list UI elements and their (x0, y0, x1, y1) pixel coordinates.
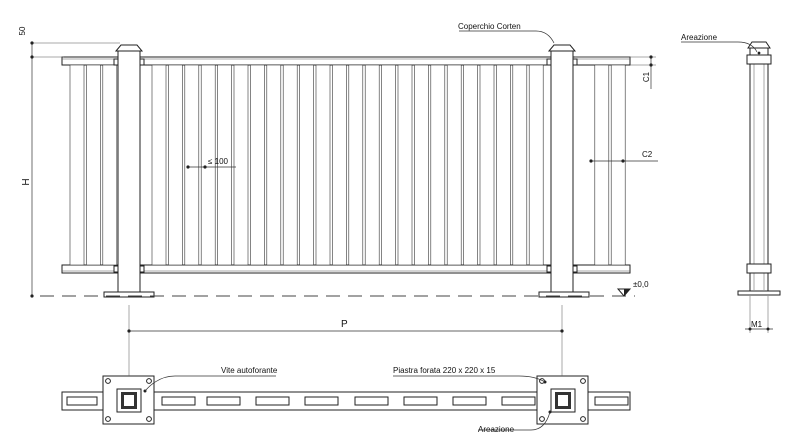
vertical-slats (69, 64, 626, 266)
right-post (550, 49, 574, 296)
vertical-slat (348, 64, 364, 266)
vertical-slat (250, 64, 265, 266)
vertical-slat (512, 64, 528, 266)
vertical-slat (528, 64, 544, 266)
plan-slot (161, 396, 196, 406)
c1-dimension-label: C1 (642, 71, 651, 82)
plan-view: Vite autoforante Piastra forata 220 x 22… (61, 336, 631, 434)
top-dimension-label: 50 (18, 26, 27, 35)
vertical-slat (200, 64, 216, 266)
left-post (117, 49, 141, 296)
level-label: ±0,0 (633, 280, 649, 289)
front-elevation: ±0,0 H 50 C1 C2 ≤ 100 Coperchio Corten (18, 22, 658, 336)
plan-slot (255, 396, 290, 406)
vertical-slat (299, 64, 314, 266)
bottom-rail (61, 264, 631, 274)
areazione-bottom-leader (478, 411, 551, 431)
side-post-cap (747, 41, 771, 49)
vertical-slat (610, 64, 626, 266)
side-top-bracket (746, 54, 772, 65)
areazione-top-leader (681, 41, 758, 53)
plan-slot (501, 396, 536, 406)
right-base-plate (538, 291, 590, 298)
side-post (749, 46, 769, 295)
vertical-slat (397, 64, 413, 266)
vertical-slat (594, 64, 610, 266)
plan-slot (206, 396, 241, 406)
plan-slot (594, 396, 629, 406)
vertical-slat (86, 64, 101, 266)
vertical-slat (332, 64, 347, 266)
plan-slots (66, 396, 629, 406)
spacing-label: ≤ 100 (208, 157, 229, 166)
vertical-slat (151, 64, 167, 266)
vertical-slat (168, 64, 183, 266)
vertical-slat (266, 64, 282, 266)
coperchio-leader (459, 30, 555, 44)
left-base-plate (103, 291, 155, 298)
vertical-slat (446, 64, 462, 266)
h-dimension-label: H (21, 178, 32, 185)
areazione-top-label: Areazione (681, 33, 718, 42)
side-bottom-bracket (746, 263, 772, 274)
plan-slot (403, 396, 438, 406)
vertical-slat (102, 64, 118, 266)
plan-rail (61, 391, 631, 411)
top-rail (61, 56, 631, 66)
piastra-label: Piastra forata 220 x 220 x 15 (393, 366, 496, 375)
p-dimension-label: P (341, 319, 348, 330)
vertical-slat (414, 64, 429, 266)
c2-dimension-label: C2 (642, 150, 653, 159)
vertical-slat (463, 64, 478, 266)
side-elevation: Areazione M1 (681, 33, 781, 333)
vertical-slat (364, 64, 380, 266)
vertical-slat (381, 64, 396, 266)
vite-label: Vite autoforante (221, 366, 278, 375)
right-post-cap (547, 44, 577, 52)
left-post-cap (114, 44, 144, 52)
vertical-slat (496, 64, 511, 266)
vertical-slat (217, 64, 232, 266)
vertical-slat (69, 64, 85, 266)
areazione-bottom-label: Areazione (478, 425, 515, 434)
vertical-slat (233, 64, 249, 266)
plan-slot (304, 396, 339, 406)
m1-dimension-label: M1 (751, 320, 763, 329)
vertical-slat (184, 64, 200, 266)
vertical-slat (315, 64, 331, 266)
piastra-leader (393, 375, 546, 383)
coperchio-label: Coperchio Corten (458, 22, 521, 31)
vite-leader (144, 375, 276, 392)
vertical-slat (479, 64, 495, 266)
plan-slot (452, 396, 487, 406)
plan-slot (354, 396, 389, 406)
plan-slot (66, 396, 98, 406)
vertical-slat (282, 64, 298, 266)
vertical-slat (430, 64, 446, 266)
side-base-plate (737, 290, 781, 296)
